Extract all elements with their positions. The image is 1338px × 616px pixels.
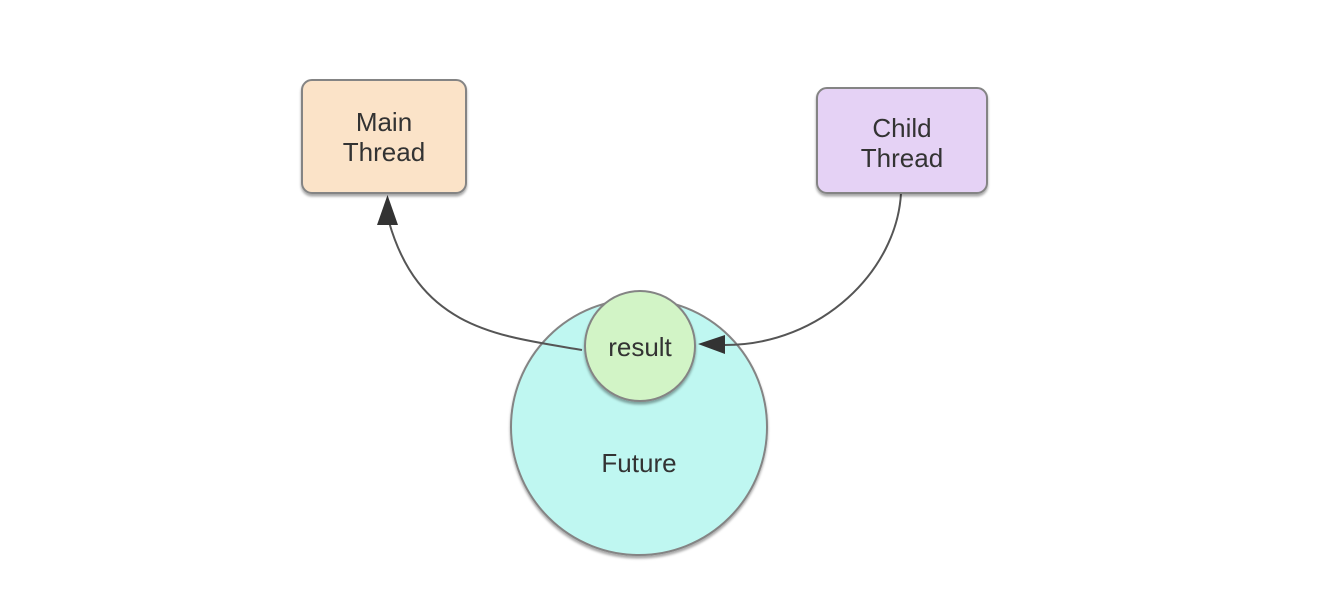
main-thread-label-line-2: Thread: [343, 137, 425, 167]
result-node-label: result: [608, 332, 672, 362]
arrowhead-main-thread-icon: [377, 195, 398, 225]
arrowhead-result-icon: [698, 335, 725, 354]
edge-child-thread-to-result: [724, 192, 902, 346]
main-thread-node: [301, 79, 467, 194]
child-thread-label-line-1: Child: [872, 113, 931, 143]
child-thread-node: [816, 87, 988, 194]
future-node-label: Future: [601, 448, 676, 478]
result-node: [584, 290, 696, 402]
child-thread-label-line-2: Thread: [861, 143, 943, 173]
main-thread-label-line-1: Main: [356, 107, 412, 137]
edge-result-to-main-thread: [388, 221, 583, 351]
